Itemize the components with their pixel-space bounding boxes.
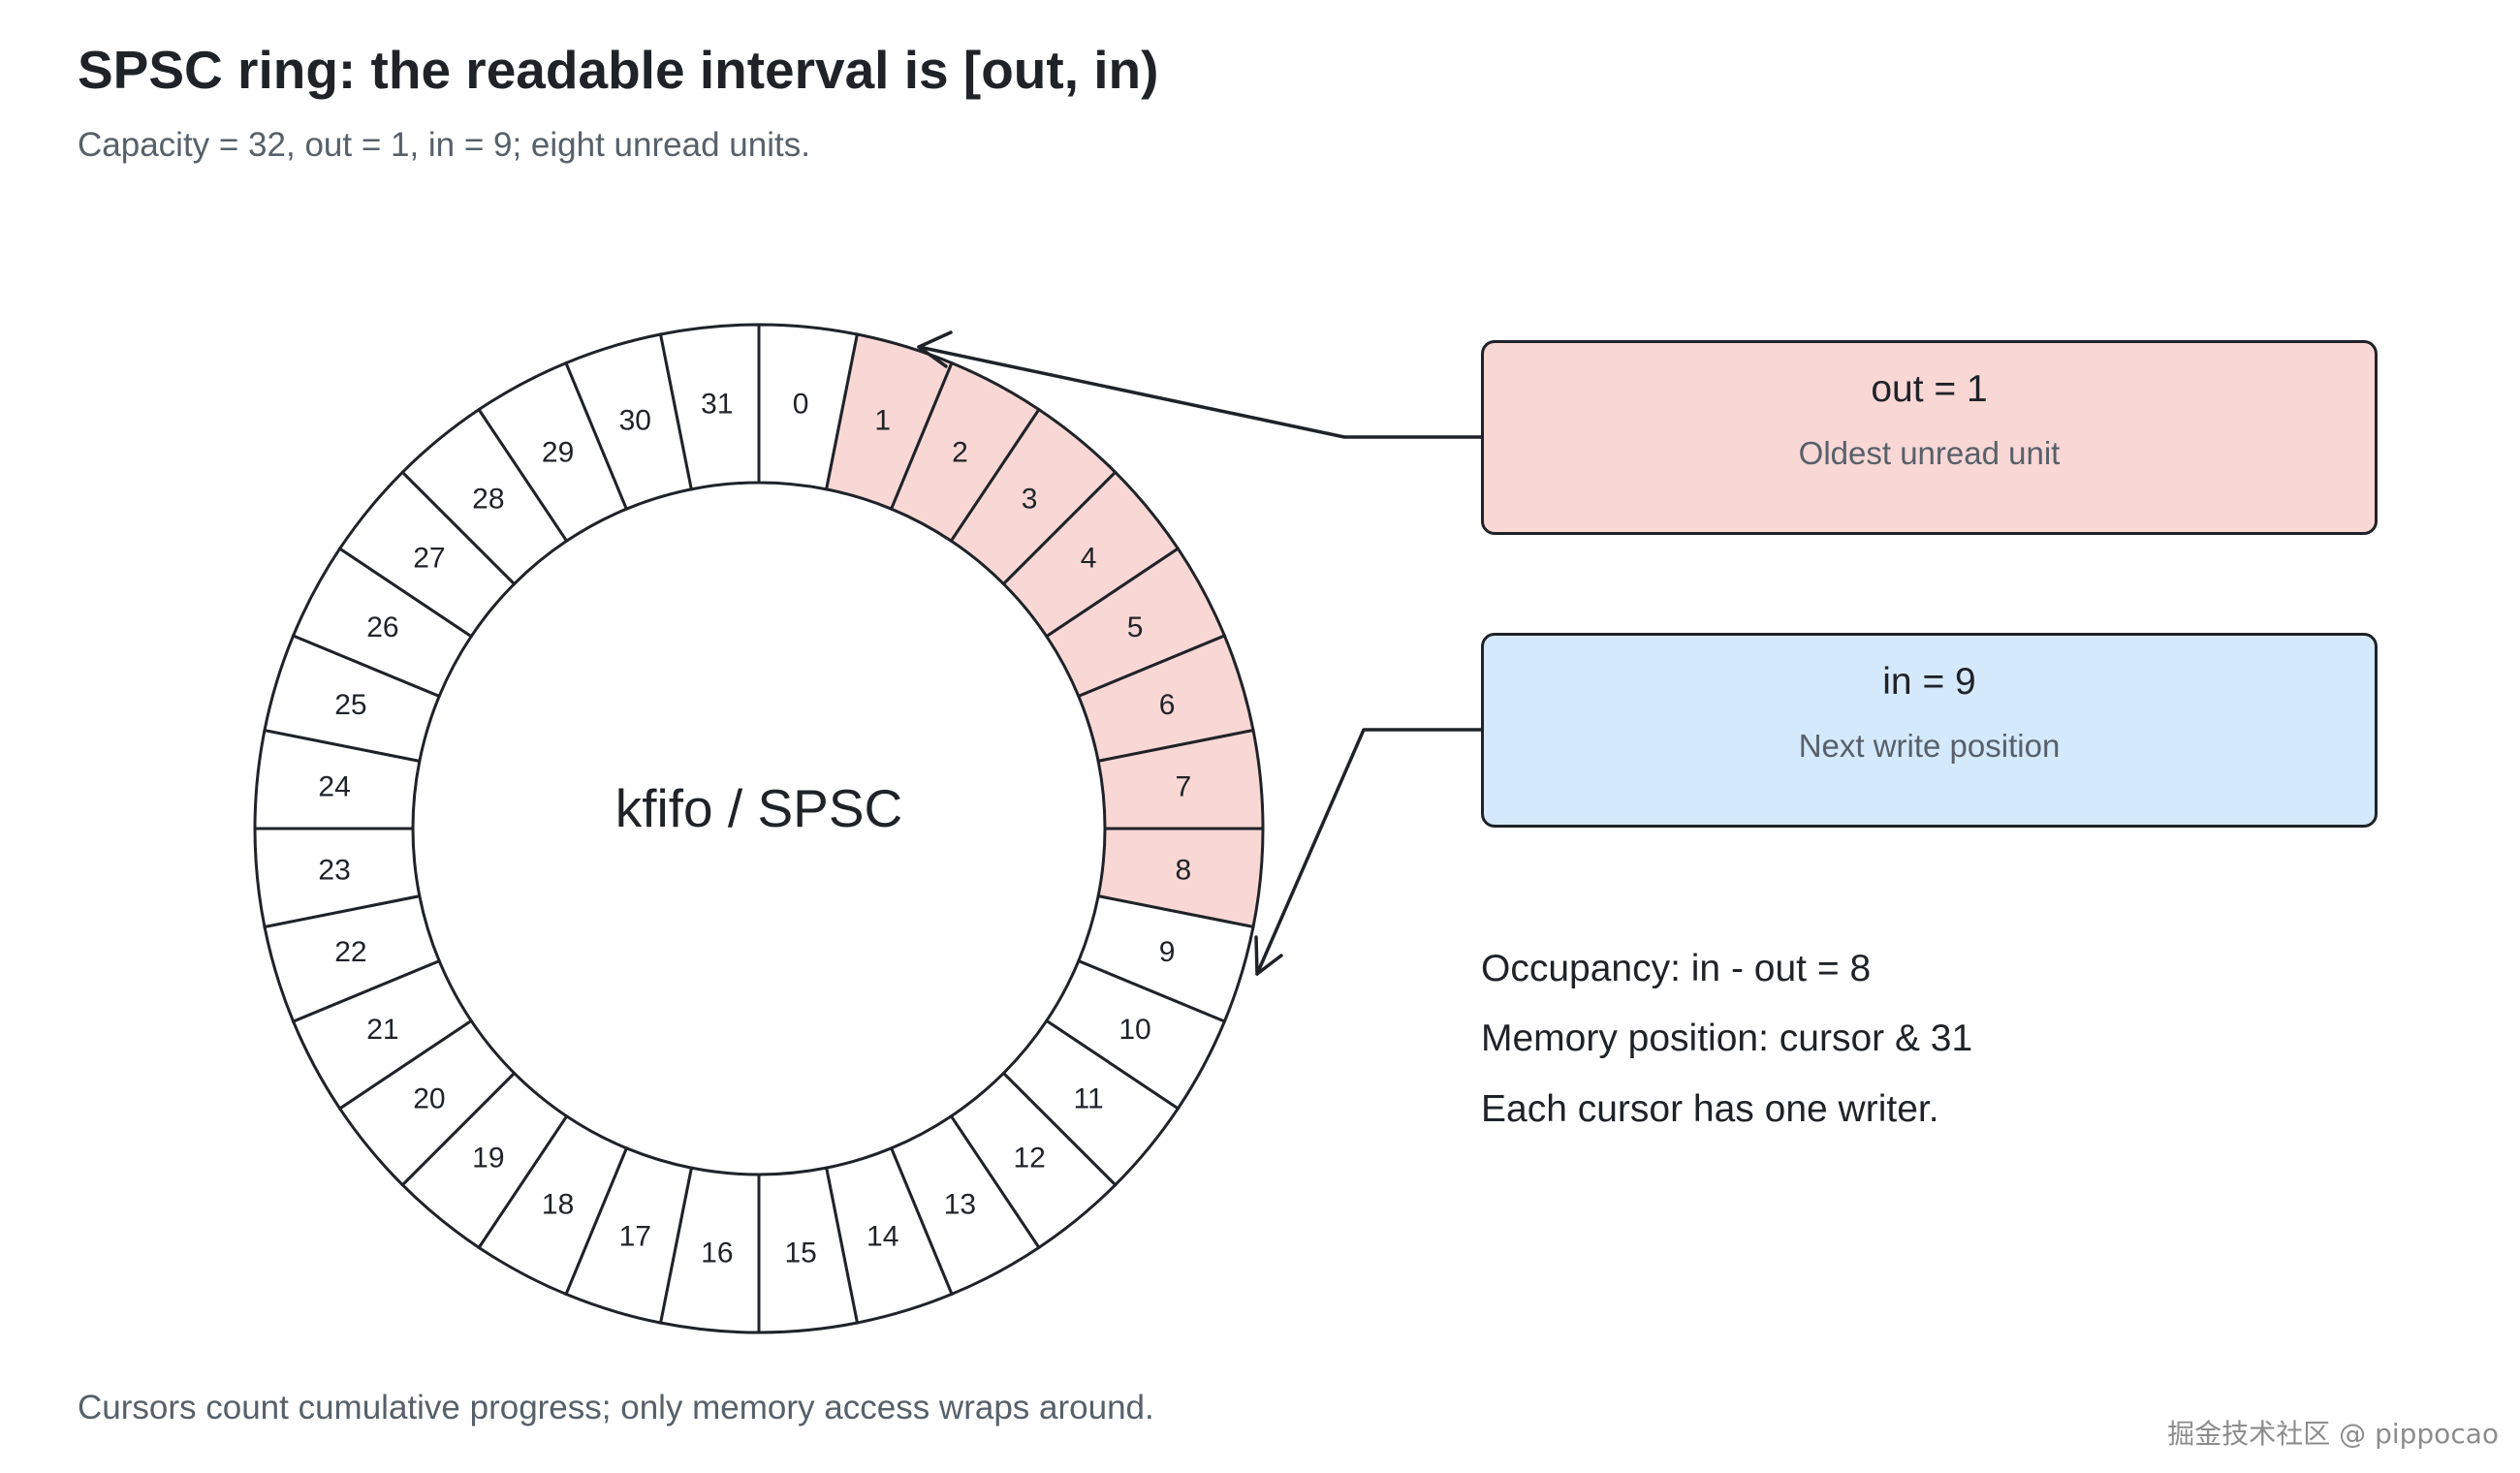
ring-cell-index-label: 12 [1013,1143,1045,1175]
ring-cell-index-label: 8 [1176,855,1192,887]
ring-cell-index-label: 31 [701,389,733,421]
ring-cell-index-label: 15 [784,1237,816,1269]
memory-position-note: Memory position: cursor & 31 [1481,1018,1973,1059]
ring-cell-index-label: 20 [413,1083,445,1115]
ring-cell-index-label: 18 [542,1189,574,1221]
footnote: Cursors count cumulative progress; only … [78,1389,1154,1426]
ring-cell-index-label: 5 [1127,611,1144,643]
ring-cell-index-label: 27 [413,542,445,574]
ring-cell-index-label: 28 [472,483,504,515]
ring-cell-index-label: 6 [1159,689,1176,721]
in-cursor-callout: in = 9 Next write position [1481,633,2378,828]
ring-cell-index-label: 17 [619,1221,651,1253]
ring-cell-index-label: 3 [1022,483,1038,515]
ring-cell-index-label: 11 [1074,1083,1104,1115]
out-cursor-description: Oldest unread unit [1798,435,2061,471]
ring-cell-index-label: 14 [866,1221,898,1253]
ring-cell-index-label: 29 [542,436,574,468]
ring-cell-index-label: 9 [1159,936,1176,968]
ring-cell-index-label: 22 [334,936,366,968]
ring-cell-index-label: 30 [619,404,651,436]
ring-cell-index-label: 4 [1081,542,1097,574]
in-cursor-description: Next write position [1798,728,2061,764]
out-pointer-arrow [917,345,1483,439]
ring-cell-index-label: 19 [472,1143,504,1175]
ring-cell-index-label: 16 [701,1237,733,1269]
ring-cell-index-label: 13 [944,1189,976,1221]
in-arrowhead [1254,935,1283,976]
ring-cells: 0123456789101112131415161718192021222324… [253,323,1265,1334]
in-cursor-title: in = 9 [1882,661,1976,703]
ring-cell [658,323,761,491]
ring-cell-index-label: 21 [366,1014,398,1046]
page-subtitle: Capacity = 32, out = 1, in = 9; eight un… [78,126,810,164]
page-title: SPSC ring: the readable interval is [out… [78,40,1159,100]
ring-cell-index-label: 24 [318,770,350,802]
ring-cell-index-label: 0 [793,389,809,421]
ring-cell-index-label: 7 [1176,770,1192,802]
ring-cell-index-label: 10 [1118,1014,1150,1046]
ring-cell-index-label: 1 [874,404,891,436]
watermark: 掘金技术社区 @ pippocao [2167,1418,2499,1450]
ring-cell-index-label: 26 [366,611,398,643]
writer-note: Each cursor has one writer. [1481,1088,1939,1130]
ring-cell-index-label: 2 [952,436,968,468]
out-cursor-callout: out = 1 Oldest unread unit [1481,340,2378,535]
pointer-arrows [917,330,1483,976]
occupancy-note: Occupancy: in - out = 8 [1481,948,1872,989]
ring-center-label: kfifo / SPSC [615,778,902,838]
out-cursor-title: out = 1 [1871,368,1988,410]
ring-cell-index-label: 23 [318,855,350,887]
in-pointer-arrow [1255,728,1483,976]
ring-cell-index-label: 25 [334,689,366,721]
out-arrowhead [917,330,953,368]
